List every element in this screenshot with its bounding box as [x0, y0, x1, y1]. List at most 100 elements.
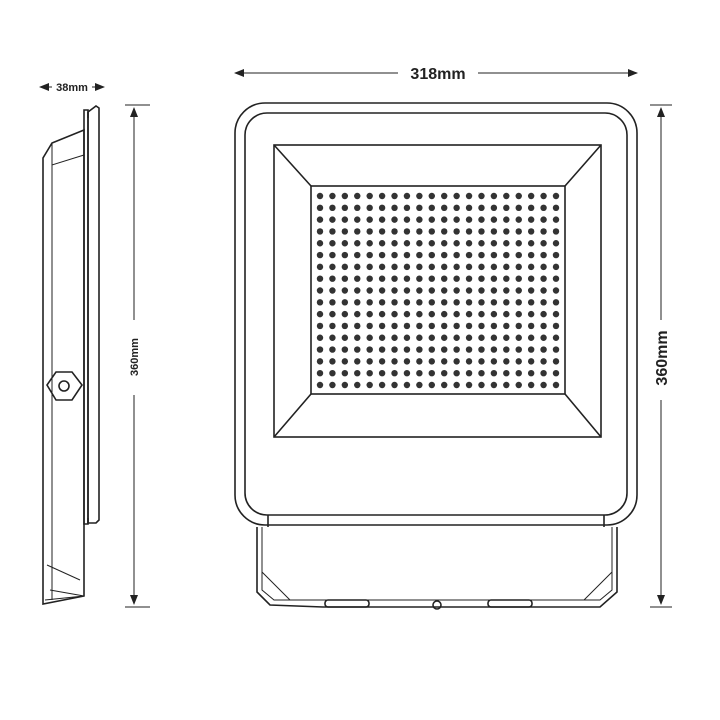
led-dot: [416, 381, 423, 389]
led-dot: [478, 322, 485, 330]
led-dot: [503, 204, 510, 212]
led-dot: [515, 192, 522, 200]
led-dot: [354, 369, 361, 377]
led-dot: [503, 369, 510, 377]
led-dot: [503, 275, 510, 282]
led-dot: [441, 358, 448, 365]
led-dot: [416, 263, 423, 271]
led-dot: [478, 192, 485, 200]
led-dot: [354, 216, 361, 223]
led-dot: [552, 322, 560, 330]
led-dot: [341, 346, 349, 353]
led-dot: [416, 240, 423, 247]
led-dot: [441, 251, 448, 259]
led-dot: [453, 263, 460, 271]
led-dot: [391, 334, 398, 341]
led-dot: [515, 346, 522, 353]
led-dot: [478, 263, 485, 271]
led-dot: [391, 263, 398, 271]
led-dot: [453, 299, 460, 306]
led-dot: [391, 228, 398, 235]
led-dot: [540, 381, 547, 389]
led-dot: [403, 299, 411, 306]
led-dot: [366, 299, 373, 306]
led-dot: [341, 369, 349, 377]
led-dot: [441, 346, 448, 353]
led-dot: [403, 216, 411, 223]
led-dot: [540, 251, 547, 259]
led-dot: [403, 346, 411, 353]
led-dot: [428, 346, 435, 353]
led-dot: [478, 240, 485, 247]
led-dot: [478, 216, 485, 223]
led-dot: [552, 204, 560, 212]
led-dot: [316, 204, 324, 212]
led-dot: [441, 263, 448, 271]
led-dot: [428, 204, 435, 212]
led-dot: [503, 358, 510, 365]
led-dot: [366, 358, 373, 365]
led-dot: [329, 369, 336, 377]
led-dot: [354, 310, 361, 318]
led-dot: [366, 287, 373, 294]
led-dot: [341, 275, 349, 282]
led-dot: [416, 346, 423, 353]
led-dot: [441, 334, 448, 341]
led-dot: [540, 346, 547, 353]
led-dot: [441, 299, 448, 306]
led-dot: [354, 322, 361, 330]
led-dot: [341, 381, 349, 389]
led-dot: [552, 299, 560, 306]
led-dot: [428, 369, 435, 377]
led-dot: [465, 310, 473, 318]
led-dot: [416, 334, 423, 341]
led-dot: [403, 322, 411, 330]
led-dot: [428, 192, 435, 200]
led-dot: [341, 334, 349, 341]
front-view: [234, 102, 638, 610]
led-dot: [329, 216, 336, 223]
led-dot: [341, 310, 349, 318]
led-dot: [341, 251, 349, 259]
led-dot: [403, 381, 411, 389]
led-dot: [354, 346, 361, 353]
led-dot: [453, 204, 460, 212]
led-dot: [378, 275, 386, 282]
led-dot: [316, 322, 324, 330]
led-dot: [416, 192, 423, 200]
led-dot: [540, 334, 547, 341]
led-dot: [329, 334, 336, 341]
led-dot: [391, 204, 398, 212]
led-dot: [428, 263, 435, 271]
led-dot: [552, 381, 560, 389]
led-dot: [441, 240, 448, 247]
led-dot: [428, 322, 435, 330]
led-dot: [453, 358, 460, 365]
led-dot: [441, 228, 448, 235]
led-dot: [540, 287, 547, 294]
led-dot: [428, 358, 435, 365]
led-dot: [527, 299, 535, 306]
led-dot: [366, 334, 373, 341]
led-dot: [416, 369, 423, 377]
led-dot: [341, 192, 349, 200]
led-dot: [527, 358, 535, 365]
led-dot: [552, 358, 560, 365]
led-dot: [391, 216, 398, 223]
led-dot: [515, 310, 522, 318]
led-dot: [366, 251, 373, 259]
led-dot: [416, 322, 423, 330]
led-dot: [366, 263, 373, 271]
led-dot: [540, 216, 547, 223]
led-dot: [527, 369, 535, 377]
led-dot: [329, 263, 336, 271]
led-dot: [378, 358, 386, 365]
led-dot: [416, 251, 423, 259]
led-dot: [428, 381, 435, 389]
led-dot: [403, 369, 411, 377]
led-dot: [515, 251, 522, 259]
led-dot: [490, 358, 498, 365]
led-dot: [465, 228, 473, 235]
led-dot: [416, 299, 423, 306]
led-dot: [490, 322, 498, 330]
